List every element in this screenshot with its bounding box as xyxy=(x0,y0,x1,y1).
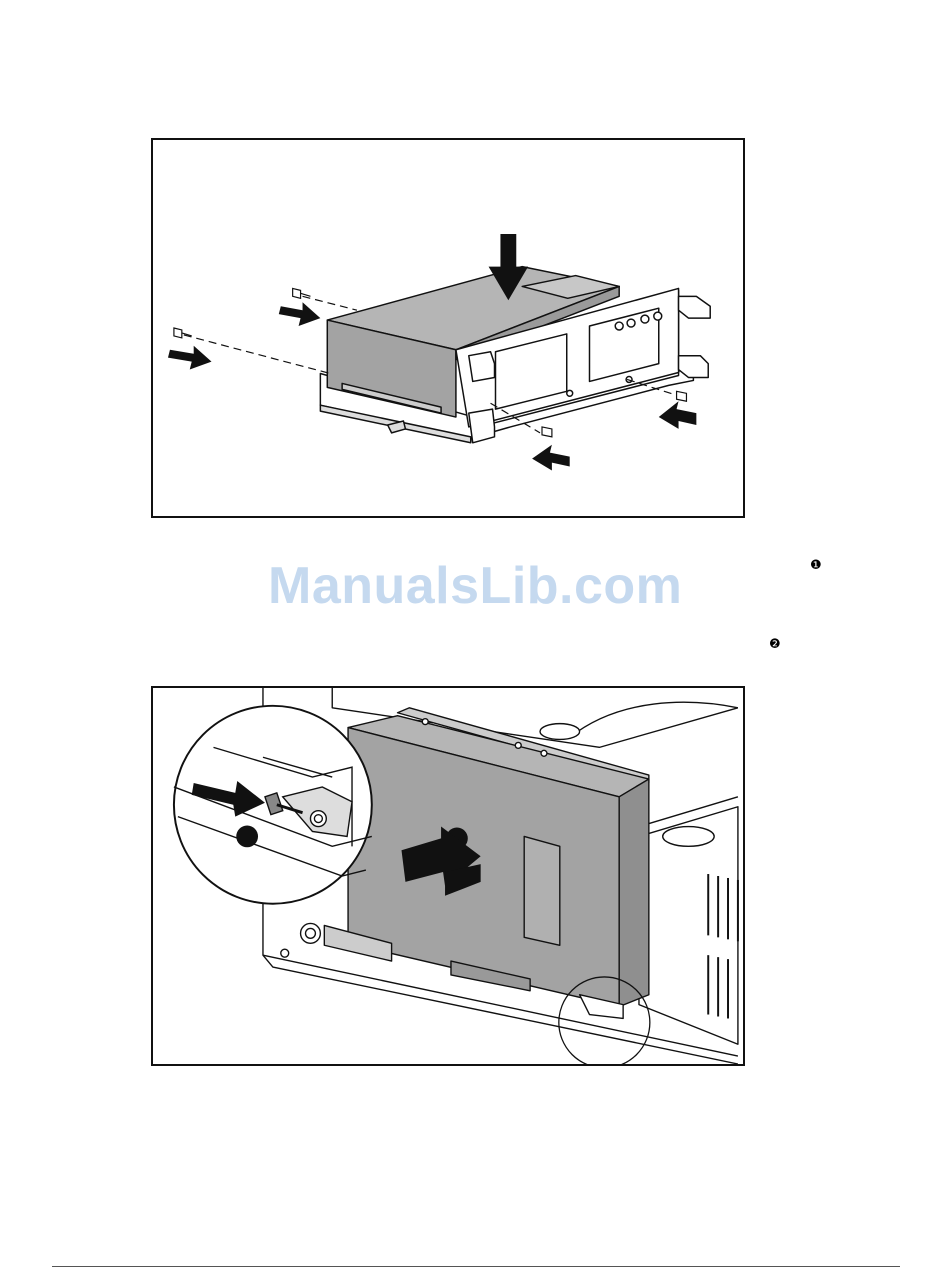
figure-drive-slide xyxy=(151,686,745,1066)
watermark-text: ManualsLib.com xyxy=(268,556,698,616)
drive-bracket-screws-illustration xyxy=(153,140,743,516)
figure-drive-bracket xyxy=(151,138,745,518)
callout-number-1: ❶ xyxy=(810,559,822,572)
callout-number-2: ❷ xyxy=(769,638,781,651)
footer-divider xyxy=(52,1266,900,1267)
drive-slide-into-bay-illustration xyxy=(153,688,743,1064)
